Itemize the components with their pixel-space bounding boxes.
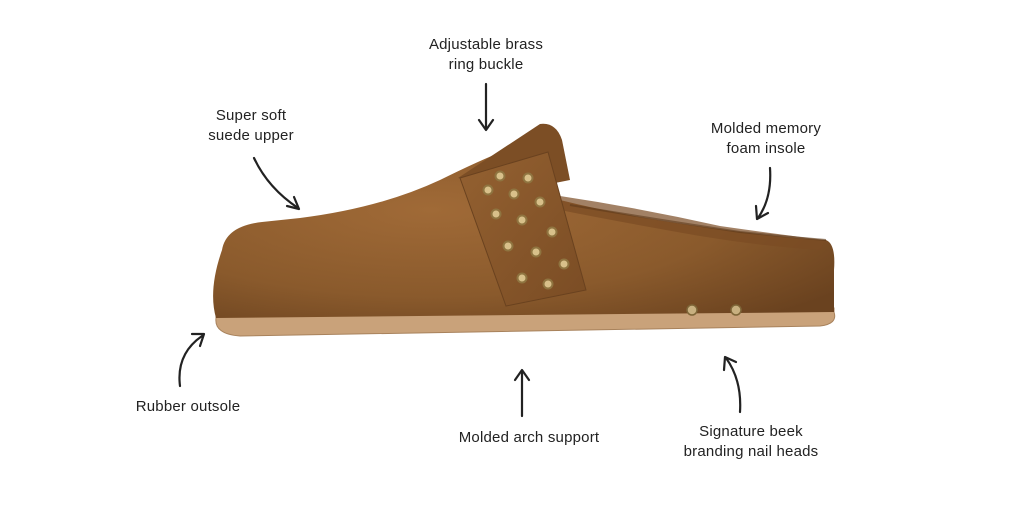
nail-head <box>730 304 742 316</box>
nail-heads <box>686 304 742 316</box>
callout-buckle-line1: Adjustable brass <box>428 36 544 53</box>
callout-insole: Molded memory foam insole <box>696 119 836 159</box>
grommet <box>516 272 528 284</box>
callout-upper: Super soft suede upper <box>196 106 306 146</box>
upper-arrow-icon <box>252 156 301 211</box>
grommet <box>482 184 494 196</box>
callout-nails-line2: branding nail heads <box>683 443 819 460</box>
nails-arrow-icon <box>722 355 742 414</box>
grommet <box>534 196 546 208</box>
insole-arrow-icon <box>754 166 772 221</box>
buckle-arrow-icon <box>477 82 495 132</box>
grommet <box>542 278 554 290</box>
grommet <box>516 214 528 226</box>
callout-insole-line1: Molded memory <box>710 120 822 137</box>
grommet <box>490 208 502 220</box>
grommet <box>522 172 534 184</box>
callout-upper-line1: Super soft <box>215 107 287 124</box>
grommet <box>508 188 520 200</box>
callout-arrows <box>178 82 772 418</box>
outsole-arrow-icon <box>178 332 206 388</box>
clog <box>213 123 836 337</box>
callout-nails-line1: Signature beek <box>699 423 803 440</box>
callout-outsole-line1: Rubber outsole <box>135 398 241 415</box>
grommet <box>546 226 558 238</box>
callout-arch: Molded arch support <box>444 428 614 448</box>
callout-outsole: Rubber outsole <box>120 397 256 417</box>
callout-buckle-line2: ring buckle <box>448 56 524 73</box>
brass-grommets <box>482 170 570 290</box>
callout-upper-line2: suede upper <box>208 127 294 144</box>
insole-edge <box>569 204 827 241</box>
callout-arch-line1: Molded arch support <box>458 429 600 446</box>
arch-arrow-icon <box>513 368 531 418</box>
grommet <box>558 258 570 270</box>
grommet <box>530 246 542 258</box>
heel-collar <box>560 196 826 250</box>
nail-head <box>686 304 698 316</box>
callout-buckle: Adjustable brass ring buckle <box>408 35 564 75</box>
grommet <box>502 240 514 252</box>
callout-insole-line2: foam insole <box>726 140 806 157</box>
callout-nails: Signature beek branding nail heads <box>666 422 836 462</box>
grommet <box>494 170 506 182</box>
